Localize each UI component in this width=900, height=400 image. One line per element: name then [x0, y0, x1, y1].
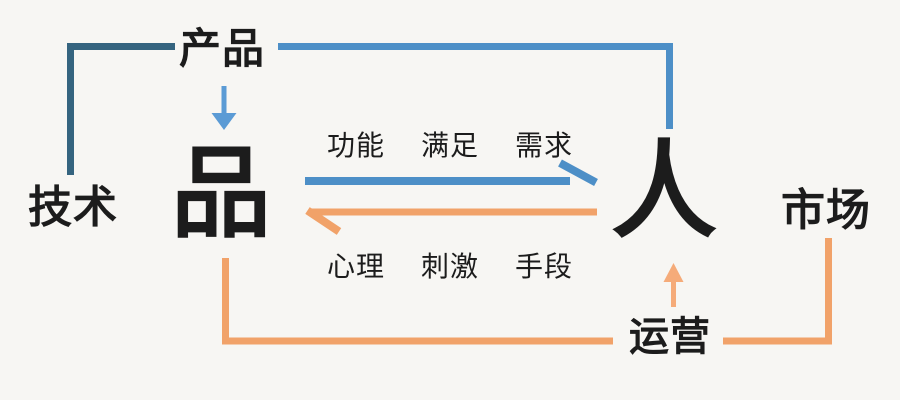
- arrow-pin-to-person-icon: [305, 159, 598, 187]
- arrow-product-to-pin-icon: [211, 86, 237, 130]
- node-operations: 运营: [629, 315, 711, 359]
- backward-flow-labels: 心理 刺激 手段: [327, 245, 573, 285]
- arrow-person-to-pin-icon: [305, 207, 597, 235]
- connector-pin-operations-market: [222, 238, 832, 345]
- node-person: 人: [611, 133, 717, 251]
- forward-flow-labels: 功能 满足 需求: [327, 124, 573, 164]
- backward-flow-label-means: 手段: [515, 251, 574, 282]
- arrow-operations-to-person-icon: [663, 263, 684, 307]
- node-pin: 品: [171, 138, 271, 250]
- connector-technology-product: [67, 43, 175, 175]
- connector-product-person: [278, 43, 673, 129]
- forward-flow-label-demand: 需求: [515, 130, 574, 161]
- node-technology: 技术: [28, 183, 118, 232]
- node-market: 市场: [781, 186, 871, 235]
- backward-flow-label-psychology: 心理: [326, 251, 385, 282]
- backward-flow-label-stimulus: 刺激: [420, 251, 480, 282]
- forward-flow-label-function: 功能: [326, 130, 385, 161]
- node-product: 产品: [178, 25, 266, 72]
- forward-flow-label-satisfy: 满足: [420, 130, 480, 161]
